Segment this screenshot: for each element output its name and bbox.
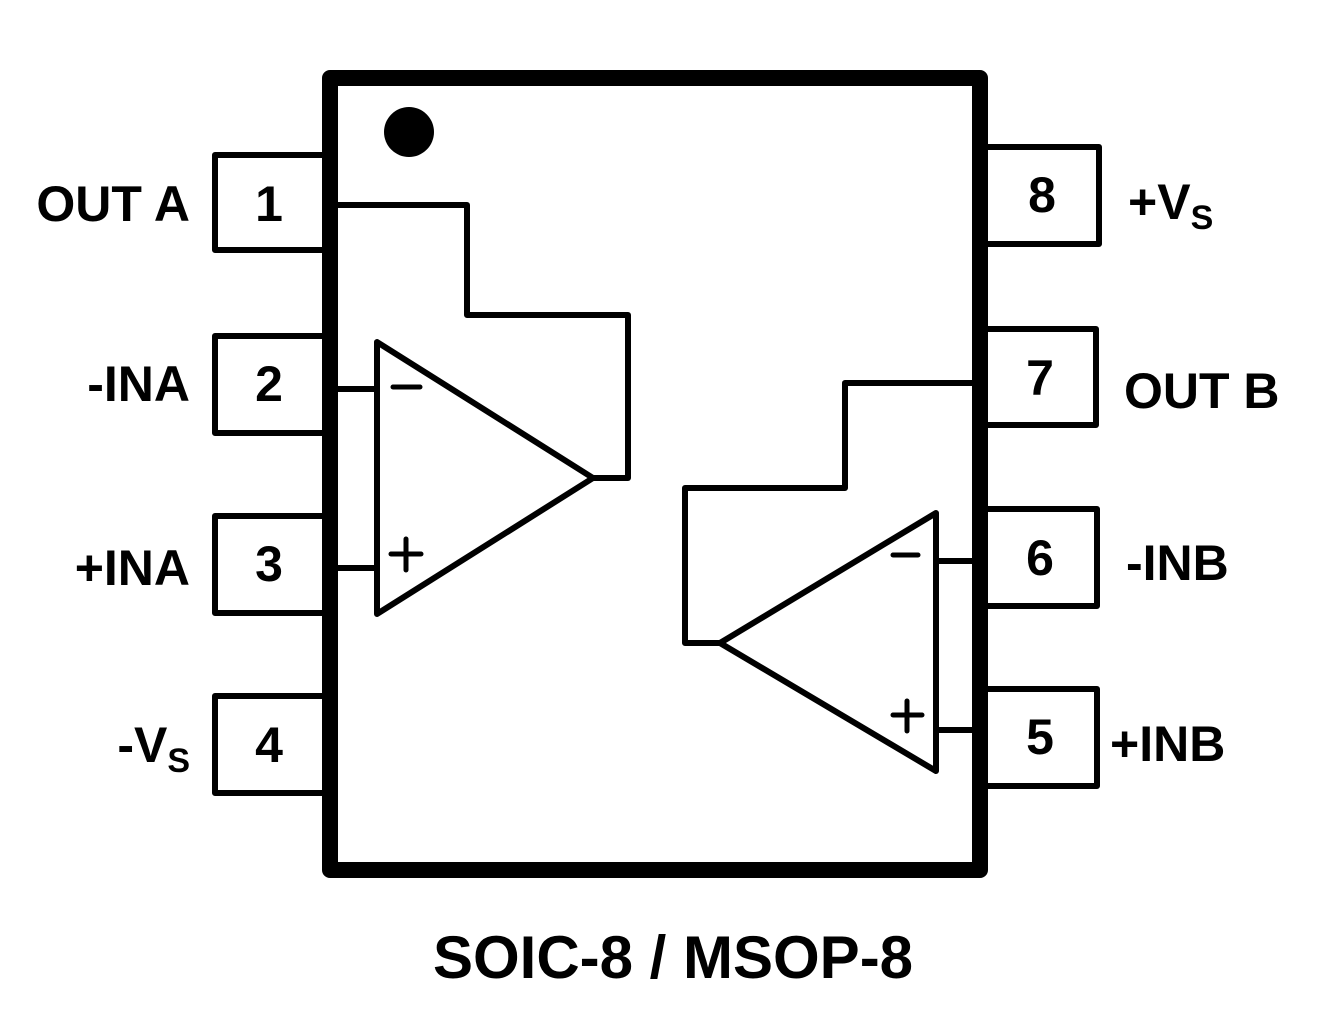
- pin-3-box: [212, 513, 325, 616]
- pin-3: 3 +INA: [75, 513, 325, 616]
- package-caption: SOIC-8 / MSOP-8: [433, 924, 913, 991]
- pin-5: 5 +INB: [985, 686, 1225, 789]
- pin-6: 6 -INB: [985, 506, 1229, 609]
- pin-5-box: [985, 686, 1100, 789]
- ic-package-body: [322, 70, 988, 878]
- pin-6-number: 6: [1026, 530, 1054, 586]
- pin-5-name: +INB: [1110, 716, 1225, 772]
- pin-8-number: 8: [1028, 167, 1056, 223]
- pin-7: 7 OUT B: [985, 326, 1280, 428]
- pin-4-number: 4: [255, 717, 283, 773]
- amplifier-a: [335, 202, 631, 617]
- pin-8: 8 +VS: [985, 144, 1213, 247]
- amplifier-a-plus-icon: [388, 536, 424, 573]
- amplifier-a-output-wire: [335, 202, 631, 481]
- pin-8-name: +VS: [1128, 174, 1213, 237]
- pin1-dot-icon: [384, 107, 434, 157]
- amplifier-b-plus-icon: [890, 698, 925, 734]
- pin-1-box: [212, 152, 325, 253]
- pin-7-number: 7: [1026, 350, 1054, 406]
- pin-6-box: [985, 506, 1100, 609]
- pin-4-name: -VS: [117, 717, 190, 780]
- pin-5-number: 5: [1026, 709, 1054, 765]
- pin-6-name: -INB: [1126, 535, 1229, 591]
- amplifier-b: [682, 380, 975, 774]
- amplifier-b-triangle-icon: [717, 510, 939, 774]
- pin-4-box: [212, 693, 325, 796]
- pin-4: 4 -VS: [117, 693, 325, 796]
- pin-8-box: [985, 144, 1102, 247]
- amplifier-b-output-wire: [682, 380, 975, 646]
- pin-2: 2 -INA: [87, 333, 325, 436]
- pin-1-name: OUT A: [36, 176, 190, 232]
- pin-7-box: [985, 326, 1099, 428]
- pin-2-box: [212, 333, 325, 436]
- pin-7-name: OUT B: [1124, 363, 1280, 419]
- pin-3-name: +INA: [75, 540, 190, 596]
- pin-3-number: 3: [255, 536, 283, 592]
- pin-1-number: 1: [255, 176, 283, 232]
- pin-2-number: 2: [255, 356, 283, 412]
- amplifier-a-triangle-icon: [374, 339, 596, 617]
- pin-2-name: -INA: [87, 356, 190, 412]
- pin-1: 1 OUT A: [36, 152, 325, 253]
